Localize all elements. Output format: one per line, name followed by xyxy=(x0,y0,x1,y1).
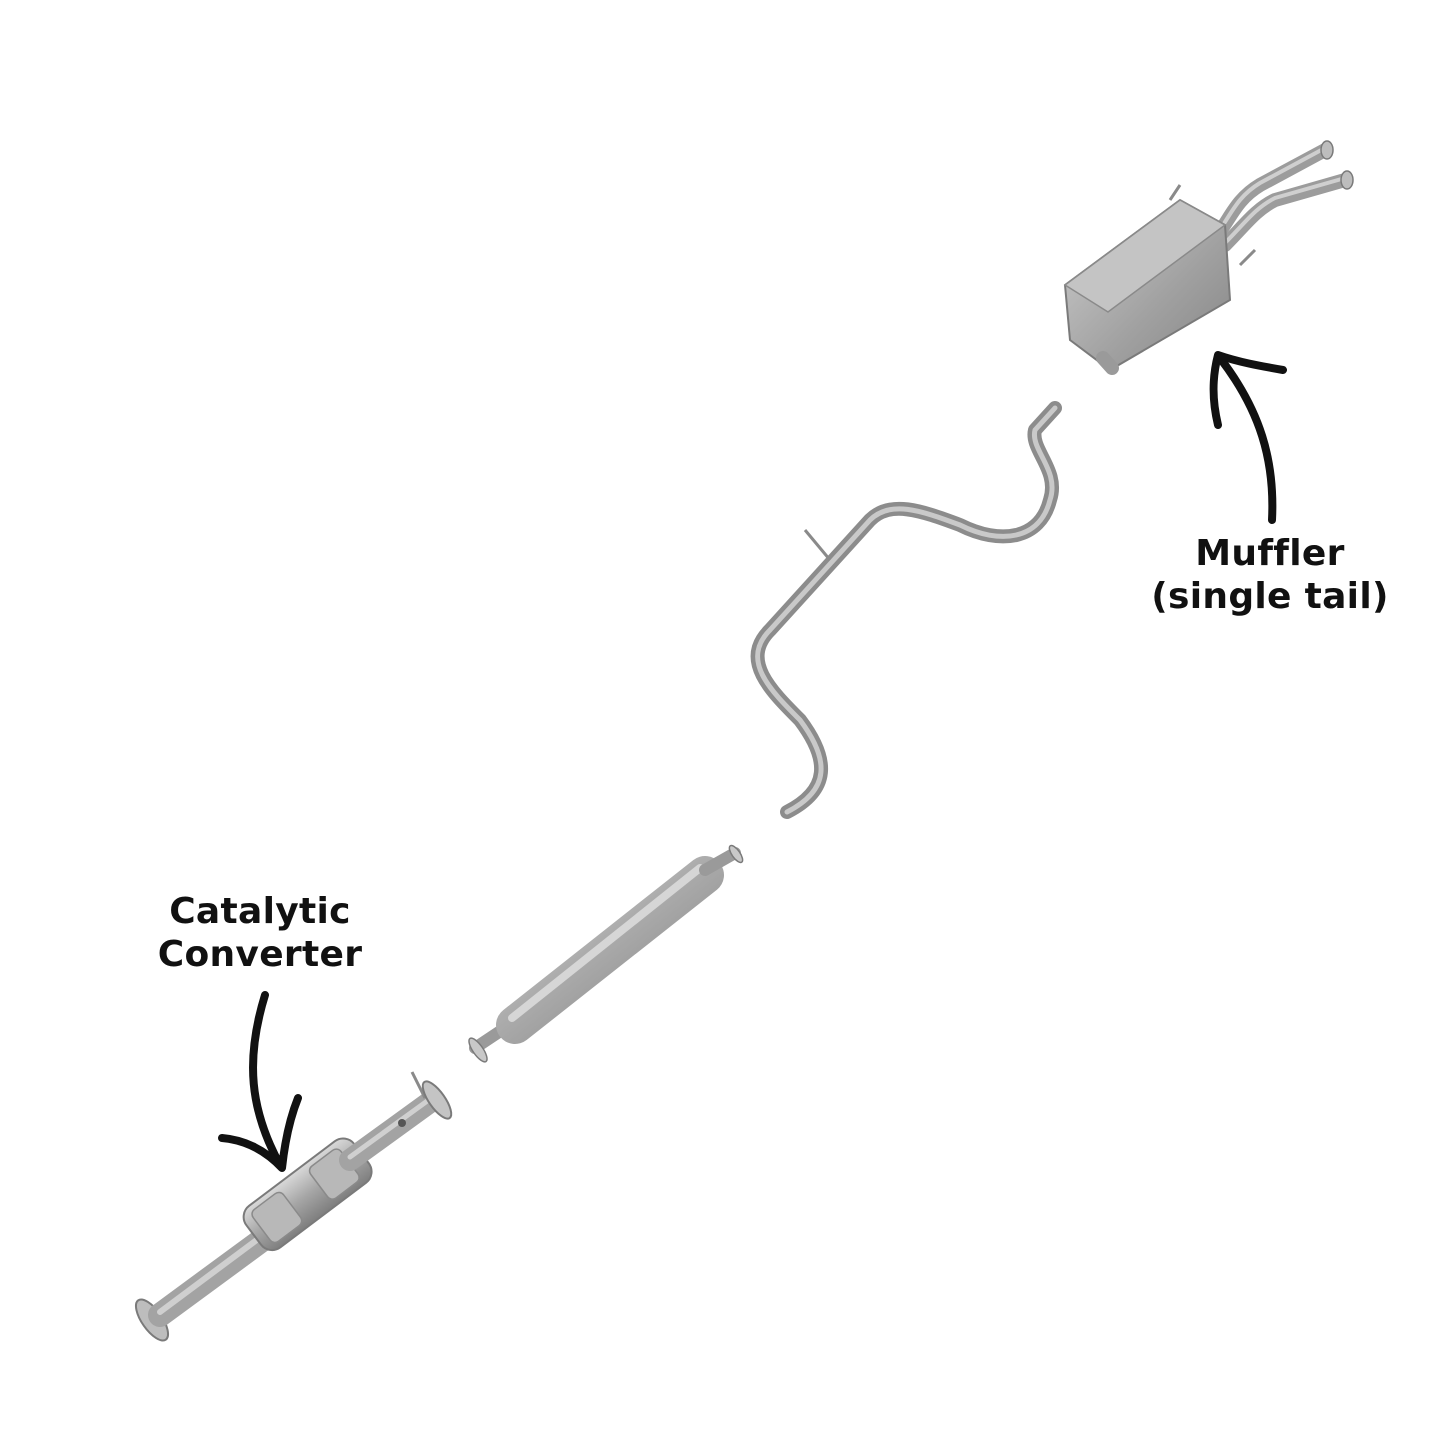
muffler-label-line2: (single tail) xyxy=(1151,576,1389,618)
muffler-label: Muffler (single tail) xyxy=(1135,532,1405,618)
muffler-part xyxy=(1063,140,1354,375)
resonator-part xyxy=(468,844,744,1063)
catalytic-converter-label: Catalytic Converter xyxy=(130,890,390,976)
catalytic-converter-part xyxy=(134,1071,453,1342)
muffler-label-line1: Muffler xyxy=(1195,533,1345,574)
catalytic-converter-label-line2: Converter xyxy=(157,934,363,976)
catalytic-converter-arrow xyxy=(218,991,302,1172)
muffler-arrow xyxy=(1209,351,1287,524)
intermediate-pipe-part xyxy=(750,401,1062,819)
catalytic-converter-label-line1: Catalytic xyxy=(169,891,351,932)
